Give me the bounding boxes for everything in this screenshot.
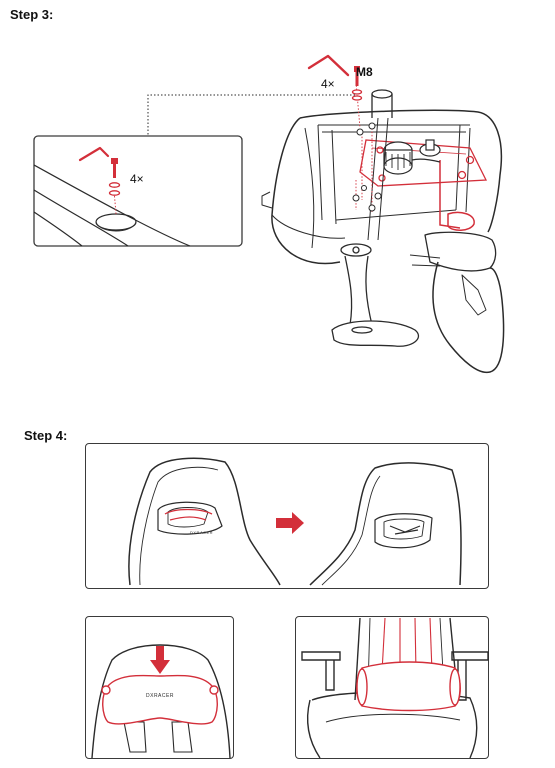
headrest-strap-before — [164, 508, 213, 521]
step4-label: Step 4: — [24, 428, 68, 443]
lumbar-pillow — [356, 661, 461, 712]
headrest-brand-label: DXRACER — [190, 530, 214, 535]
leader-line — [147, 94, 355, 135]
step3-label: Step 3: — [10, 7, 54, 22]
arrow-right-icon — [276, 512, 304, 534]
chair-back-before — [128, 457, 281, 586]
main-screw-size: M8 — [356, 65, 373, 79]
pillow-arrow-down-icon — [150, 646, 170, 674]
main-screw-count: 4× — [321, 77, 335, 91]
step4-headrest-panel — [85, 443, 489, 589]
hex-key-icon — [307, 54, 350, 77]
inset-screw-count: 4× — [130, 172, 144, 186]
m8-screw-icon — [351, 66, 363, 101]
inset-detail — [33, 164, 191, 247]
step3-illustration — [33, 54, 505, 374]
step3-inset-panel — [33, 135, 243, 247]
pillow-brand-label: DXRACER — [146, 693, 174, 699]
chair-back-after — [309, 462, 462, 586]
headrest-strap-after — [389, 525, 421, 535]
neck-pillow — [101, 674, 219, 725]
inset-screw-icon — [108, 158, 121, 215]
inset-hex-key-icon — [78, 146, 110, 162]
gas-cylinder — [331, 89, 420, 347]
armrests — [301, 651, 489, 701]
column-bolts — [352, 122, 382, 212]
tilt-mechanism-body — [383, 139, 441, 175]
